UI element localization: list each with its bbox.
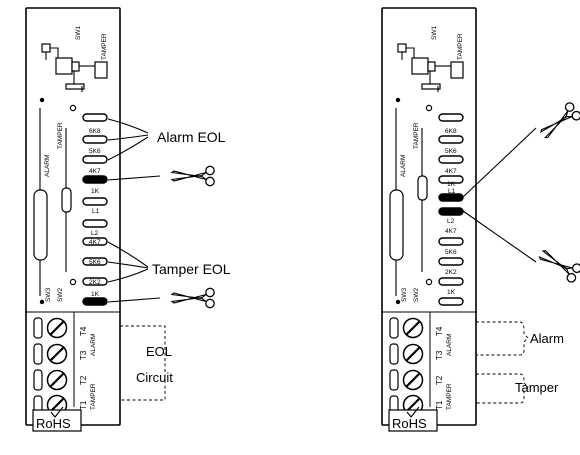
- tamper-terminal-label: TAMPER: [446, 383, 453, 410]
- alarm-eol-links: [438, 113, 464, 202]
- link-label: 4K7: [89, 239, 101, 246]
- alarm-eol-links: [82, 113, 108, 206]
- tamper-switch-icon: [397, 43, 464, 92]
- t4-label: T4: [79, 326, 88, 336]
- link-label: L2: [447, 218, 455, 225]
- t4-label: T4: [435, 326, 444, 336]
- alarm-bracket: [476, 321, 529, 356]
- board-right: SW1 TAMPER ALARM TAMPER 6K8 5K6 4K7 1K L…: [381, 7, 477, 432]
- tamper-eol-links: [438, 207, 464, 306]
- sw1-label: SW1: [431, 26, 438, 40]
- scissors-icon: [535, 244, 580, 285]
- resistor-component: [33, 108, 72, 296]
- tamper-switch-label: TAMPER: [457, 33, 464, 60]
- tamper-side-label: TAMPER: [413, 122, 420, 149]
- scissors-icon: [536, 100, 580, 144]
- sw2-label: SW2: [57, 288, 64, 302]
- alarm-eol-label: Alarm EOL: [157, 129, 226, 145]
- sw3-label: SW3: [45, 288, 52, 302]
- circuit-label: Circuit: [136, 370, 173, 385]
- rohs-label: RoHS: [36, 416, 71, 431]
- alarm-side-label: ALARM: [400, 155, 407, 177]
- link-label: 2K2: [89, 279, 101, 286]
- alarm-label: Alarm: [530, 331, 564, 346]
- link-label: 5K6: [445, 148, 457, 155]
- tamper-eol-links: [82, 219, 108, 306]
- alarm-terminal-label: ALARM: [90, 334, 97, 356]
- t2-label: T2: [435, 375, 444, 385]
- rohs-label: RoHS: [392, 416, 427, 431]
- link-label: 5K6: [445, 249, 457, 256]
- alarm-terminal-label: ALARM: [446, 334, 453, 356]
- link-label: 4K7: [445, 168, 457, 175]
- t1-label: T1: [79, 400, 88, 410]
- t1-label: T1: [435, 400, 444, 410]
- tamper-eol-label: Tamper EOL: [152, 261, 231, 277]
- link-label: 5K6: [89, 259, 101, 266]
- link-label: 4K7: [445, 228, 457, 235]
- tamper-label: Tamper: [515, 380, 559, 395]
- tamper-bracket: [476, 373, 529, 404]
- link-label: 2K2: [445, 269, 457, 276]
- sw3-label: SW3: [401, 288, 408, 302]
- sw2-label: SW2: [413, 288, 420, 302]
- screw-terminal-icon: [389, 317, 424, 416]
- checkmark-icon: [50, 406, 64, 418]
- t3-label: T3: [435, 350, 444, 360]
- link-label: L1: [448, 188, 456, 195]
- tamper-switch-icon: [41, 43, 108, 92]
- link-label: 6K8: [445, 128, 457, 135]
- eol-label: EOL: [146, 344, 172, 359]
- scissors-icon: [171, 287, 215, 309]
- eol-circuit-bracket: [120, 325, 166, 401]
- alarm-side-label: ALARM: [44, 155, 51, 177]
- board-left: SW1 TAMPER ALARM TAMPER 6K8 5K6 4K7 1K L…: [25, 7, 121, 432]
- tamper-side-label: TAMPER: [57, 122, 64, 149]
- link-label: 1K: [447, 289, 456, 296]
- tamper-eol-callout: [107, 241, 149, 283]
- alarm-eol-callout: [107, 118, 149, 161]
- link-label: 1K: [447, 181, 456, 188]
- link-label: 1K: [91, 291, 100, 298]
- link-label: 1K: [91, 188, 100, 195]
- sw1-label: SW1: [75, 26, 82, 40]
- t3-label: T3: [79, 350, 88, 360]
- resistor-component: [389, 108, 428, 296]
- tamper-switch-label: TAMPER: [101, 33, 108, 60]
- link-label: L1: [92, 208, 100, 215]
- link-label: 6K8: [89, 128, 101, 135]
- link-label: L2: [91, 230, 99, 237]
- link-label: 5K6: [89, 148, 101, 155]
- checkmark-icon: [406, 406, 420, 418]
- tamper-terminal-label: TAMPER: [90, 383, 97, 410]
- t2-label: T2: [79, 375, 88, 385]
- link-label: 4K7: [89, 168, 101, 175]
- scissors-icon: [171, 165, 215, 187]
